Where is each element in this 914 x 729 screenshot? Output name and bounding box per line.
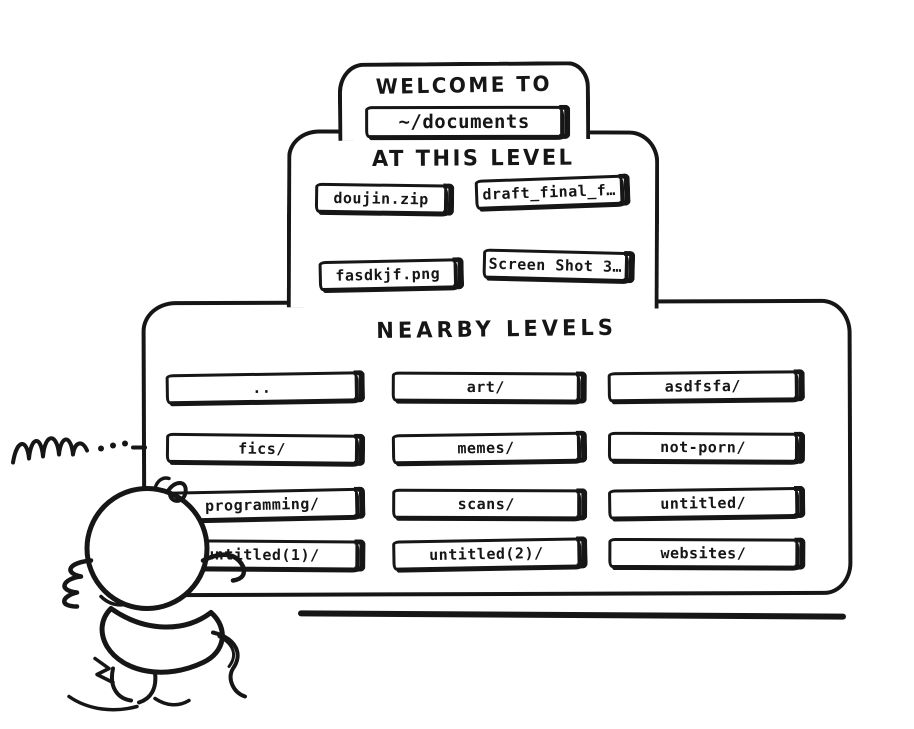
this-level-title: AT THIS LEVEL	[371, 144, 575, 172]
folder-slot[interactable]: not-porn/	[607, 431, 806, 464]
character-left-hand	[62, 558, 94, 609]
folder-slot[interactable]: untitled(2)/	[392, 536, 588, 571]
folder-name: untitled/	[660, 493, 747, 513]
slot-bracket-icon	[575, 430, 588, 463]
mumble-scribble	[11, 436, 89, 465]
this-level-panel: AT THIS LEVEL doujin.zip draft_final_f… …	[286, 129, 660, 309]
folder-slot[interactable]: memes/	[391, 430, 588, 465]
file-slot[interactable]: fasdkjf.png	[318, 257, 465, 292]
folder-slot[interactable]: asdfsfa/	[607, 369, 805, 403]
slot-bracket-icon	[353, 433, 366, 466]
folder-slot[interactable]: untitled/	[607, 485, 806, 520]
current-path-box[interactable]: ~/documents	[365, 104, 571, 139]
character-illustration	[11, 436, 247, 712]
welcome-title: WELCOME TO	[375, 70, 553, 100]
slot-bracket-icon	[353, 370, 366, 403]
folder-name: scans/	[457, 494, 515, 514]
nearby-levels-title: NEARBY LEVELS	[376, 314, 618, 344]
file-slot[interactable]: draft_final_f…	[474, 173, 631, 210]
folder-slot[interactable]: websites/	[608, 537, 806, 570]
folder-name: untitled(2)/	[429, 544, 544, 565]
welcome-panel: WELCOME TO ~/documents	[337, 61, 591, 141]
slot-bracket-icon	[793, 369, 805, 402]
slot-bracket-icon	[576, 536, 588, 569]
slot-bracket-icon	[794, 537, 806, 570]
ground-line	[297, 610, 847, 620]
folder-name: memes/	[457, 438, 515, 458]
slot-bracket-icon	[452, 257, 465, 290]
current-path: ~/documents	[398, 110, 530, 134]
slot-bracket-icon	[623, 250, 636, 284]
slot-bracket-icon	[575, 371, 587, 404]
file-name: Screen Shot 3…	[488, 254, 623, 276]
folder-name: ..	[252, 378, 272, 397]
slot-bracket-icon	[618, 173, 631, 206]
slot-bracket-icon	[793, 431, 806, 464]
folder-name: websites/	[660, 544, 747, 563]
character-body	[99, 606, 225, 675]
folder-name: art/	[466, 377, 505, 397]
folder-slot[interactable]: scans/	[392, 488, 588, 521]
slot-bracket-icon	[559, 104, 571, 139]
slot-bracket-icon	[353, 486, 366, 519]
character-head	[84, 486, 210, 611]
folder-name: asdfsfa/	[664, 376, 742, 396]
character-tail	[211, 630, 247, 699]
character-right-arm	[200, 552, 247, 583]
file-name: doujin.zip	[333, 189, 429, 209]
slot-bracket-icon	[354, 539, 366, 572]
slot-bracket-icon	[576, 488, 588, 521]
file-slot[interactable]: Screen Shot 3…	[482, 248, 636, 284]
file-name: fasdkjf.png	[335, 264, 441, 285]
file-slot[interactable]: doujin.zip	[314, 182, 455, 216]
folder-slot[interactable]: art/	[391, 371, 587, 404]
file-name: draft_final_f…	[482, 180, 617, 204]
slot-bracket-icon	[442, 183, 455, 216]
slot-bracket-icon	[793, 485, 806, 519]
folder-name: not-porn/	[660, 438, 746, 457]
